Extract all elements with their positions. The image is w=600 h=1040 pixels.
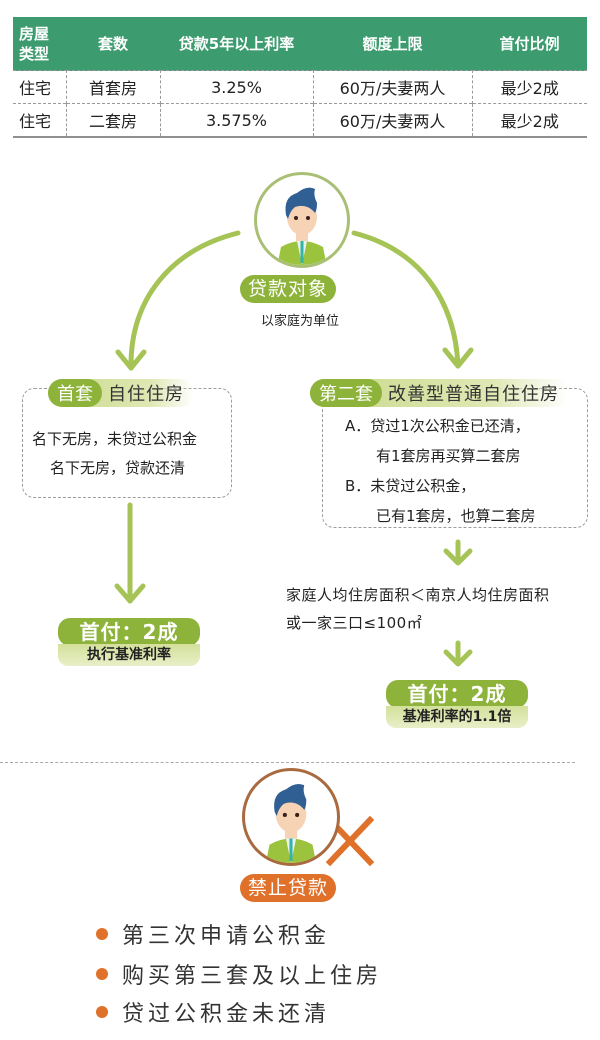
prohibited-item: 贷过公积金未还清 bbox=[96, 996, 330, 1028]
table-header-row: 房屋 类型 套数 贷款5年以上利率 额度上限 首付比例 bbox=[13, 17, 587, 71]
second-home-line: 已有1套房，也算二套房 bbox=[376, 507, 536, 525]
prohibited-avatar bbox=[242, 768, 340, 866]
second-home-line: 有1套房再买算二套房 bbox=[376, 447, 521, 465]
person-icon bbox=[277, 187, 327, 265]
table-row: 住宅 二套房 3.575% 60万/夫妻两人 最少2成 bbox=[13, 103, 587, 137]
first-home-result: 首付：2成 执行基准利率 bbox=[58, 618, 200, 666]
cell-type: 住宅 bbox=[13, 103, 67, 137]
bullet-dot-icon bbox=[96, 1006, 108, 1018]
cell-limit: 60万/夫妻两人 bbox=[313, 70, 473, 104]
subject-caption: 以家庭为单位 bbox=[260, 314, 339, 329]
cell-down-payment: 最少2成 bbox=[472, 103, 587, 137]
header-rate: 贷款5年以上利率 bbox=[160, 17, 313, 71]
section-divider bbox=[0, 762, 575, 763]
first-home-tag-head: 首套 bbox=[48, 379, 102, 407]
second-home-line: B．未贷过公积金， bbox=[345, 477, 476, 495]
second-home-result-sub: 基准利率的1.1倍 bbox=[386, 706, 528, 728]
loan-subject-label: 贷款对象 bbox=[240, 275, 336, 303]
cell-type: 住宅 bbox=[13, 70, 67, 104]
second-home-tag: 第二套 改善型普通自住住房 bbox=[310, 379, 569, 407]
cell-down-payment: 最少2成 bbox=[472, 70, 587, 104]
table-row: 住宅 首套房 3.25% 60万/夫妻两人 最少2成 bbox=[13, 70, 587, 104]
first-home-tag-rest: 自住住房 bbox=[108, 384, 184, 405]
cell-count: 首套房 bbox=[66, 70, 161, 104]
header-limit: 额度上限 bbox=[313, 17, 472, 71]
header-down-payment: 首付比例 bbox=[472, 17, 587, 71]
cell-count: 二套房 bbox=[66, 103, 161, 137]
first-home-result-sub: 执行基准利率 bbox=[58, 644, 200, 666]
curved-arrow-left-icon bbox=[128, 230, 241, 371]
prohibited-label: 禁止贷款 bbox=[240, 874, 336, 902]
second-home-result-title: 首付：2成 bbox=[386, 680, 528, 708]
prohibited-item: 购买第三套及以上住房 bbox=[96, 958, 382, 990]
second-home-tag-rest: 改善型普通自住住房 bbox=[388, 384, 559, 405]
first-home-tag: 首套 自住住房 bbox=[48, 379, 194, 407]
first-home-result-title: 首付：2成 bbox=[58, 618, 200, 646]
bullet-dot-icon bbox=[96, 928, 108, 940]
cell-limit: 60万/夫妻两人 bbox=[313, 103, 473, 137]
second-home-condition: 家庭人均住房面积＜南京人均住房面积 bbox=[286, 586, 550, 604]
person-icon bbox=[265, 783, 317, 863]
header-count: 套数 bbox=[66, 17, 160, 71]
cell-rate: 3.575% bbox=[160, 103, 314, 137]
second-home-tag-head: 第二套 bbox=[310, 379, 382, 407]
loan-rate-table: 房屋 类型 套数 贷款5年以上利率 额度上限 首付比例 住宅 首套房 3.25%… bbox=[13, 17, 587, 138]
second-home-line: A．贷过1次公积金已还清， bbox=[345, 417, 530, 435]
second-home-condition: 或一家三口≤100㎡ bbox=[286, 614, 423, 632]
second-home-result: 首付：2成 基准利率的1.1倍 bbox=[386, 680, 528, 728]
cell-rate: 3.25% bbox=[160, 70, 314, 104]
first-home-line: 名下无房，未贷过公积金 bbox=[32, 430, 198, 448]
bullet-dot-icon bbox=[96, 968, 108, 980]
header-house-type: 房屋 类型 bbox=[13, 17, 66, 71]
first-home-line: 名下无房，贷款还清 bbox=[50, 459, 186, 477]
curved-arrow-right-icon bbox=[351, 230, 461, 369]
subject-avatar bbox=[254, 172, 350, 268]
prohibited-item: 第三次申请公积金 bbox=[96, 918, 330, 950]
